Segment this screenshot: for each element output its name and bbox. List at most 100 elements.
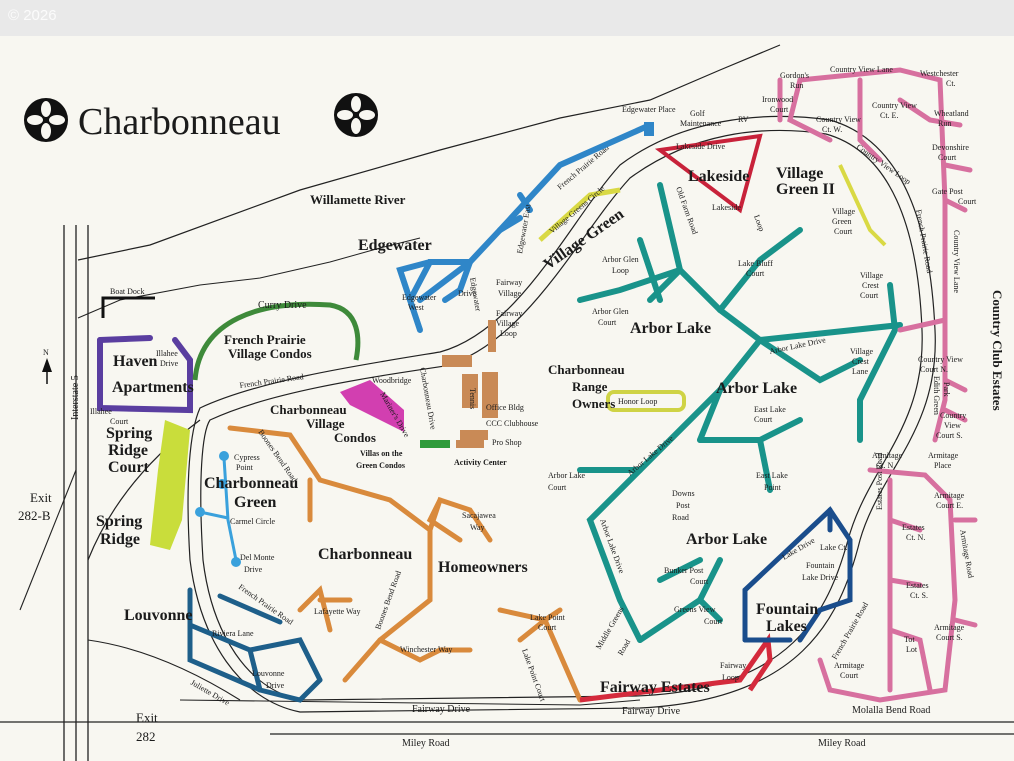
- apartments-label: Apartments: [112, 379, 194, 396]
- armitage-court-label-2: Court: [840, 671, 859, 680]
- estates-cts-label: Estates: [906, 581, 929, 590]
- exit-b-label: Exit: [30, 490, 52, 505]
- lakeside-drive-label: Lakeside Drive: [676, 142, 726, 151]
- downs-post-label-2: Post: [676, 501, 691, 510]
- edith-green-label-2: Park: [942, 382, 951, 397]
- rv-marker: [644, 122, 654, 136]
- louvonne-drive-label: Louvonne: [252, 669, 285, 678]
- arbor-lake-court-label: Arbor Lake: [548, 471, 586, 480]
- arbor-lake-court-label-2: Court: [548, 483, 567, 492]
- activity-center-label: Activity Center: [454, 458, 507, 467]
- maintenance-label: Maintenance: [680, 119, 722, 128]
- villas-label-2: Green Condos: [356, 461, 405, 470]
- flower-emblem-icon: [334, 93, 378, 137]
- lake-bluff-label: Lake Bluff: [738, 259, 773, 268]
- exit-label: Exit: [136, 710, 158, 725]
- armitage-court-label: Armitage: [834, 661, 865, 670]
- armitage-cts-label-2: Court S.: [936, 633, 963, 642]
- village-green-court: [838, 164, 887, 247]
- fountain-lakes-streets: [742, 506, 853, 643]
- lakeside-label: Lakeside: [688, 168, 749, 185]
- lafayette-way-label: Lafayette Way: [314, 607, 361, 616]
- fountain-lakes-label: Fountain: [756, 601, 818, 618]
- spring-ridge-court-label-3: Court: [108, 459, 150, 476]
- curry-drive: [192, 301, 361, 381]
- arbor-glen-court-label-2: Court: [598, 318, 617, 327]
- office-bldg-label: Office Bldg: [486, 403, 524, 412]
- estates-post-road-label: Estates Post Road: [875, 453, 884, 510]
- top-strip: [0, 0, 1014, 36]
- country-view-lane-right-label: Country View Lane: [952, 230, 961, 293]
- fairway-drive-label-1: Fairway Drive: [412, 704, 471, 715]
- illahee-court-label-2: Court: [110, 417, 129, 426]
- downs-post-label: Downs: [672, 489, 695, 498]
- country-club-estates-label: Country Club Estates: [990, 290, 1005, 411]
- interstate-5: [19, 225, 241, 761]
- north-arrow-icon: [42, 358, 52, 384]
- fountain-lakes-label-2: Lakes: [766, 618, 807, 635]
- exit-b-number: 282-B: [18, 508, 51, 523]
- arbor-glen-court-label: Arbor Glen: [592, 307, 629, 316]
- copyright-text: © 2026: [8, 7, 57, 24]
- interstate-label: Interstate 5: [70, 375, 81, 420]
- lakeside-loop: [654, 133, 763, 214]
- tot-lot-label: Tot: [904, 635, 915, 644]
- fairway-village-loop-label: Fairway: [496, 309, 522, 318]
- village-crest-lane-label-3: Lane: [852, 367, 868, 376]
- village-green-court-label-3: Court: [834, 227, 853, 236]
- range-owners-label-3: Owners: [572, 396, 615, 411]
- country-view-cts-label: Country: [940, 411, 966, 420]
- bunker-post-label-2: Court: [690, 577, 709, 586]
- country-view-ctn-label-2: Court N.: [920, 365, 948, 374]
- village-crest-lane-label: Village: [850, 347, 874, 356]
- miley-road-label-right: Miley Road: [818, 738, 866, 749]
- charbonneau-village-label-3: Condos: [334, 430, 376, 445]
- golf-label: Golf: [690, 109, 705, 118]
- french-prairie-road: [187, 115, 936, 713]
- spring-ridge-court-label: Spring: [106, 425, 152, 442]
- exit-number: 282: [136, 729, 156, 744]
- villas-label: Villas on the: [360, 449, 403, 458]
- wheatland-label-2: Run: [938, 119, 951, 128]
- ironwood-label: Ironwood: [762, 95, 793, 104]
- greens-view-label-2: Court: [704, 617, 723, 626]
- arbor-lake-streets: [577, 182, 903, 643]
- tot-lot-label-2: Lot: [906, 645, 918, 654]
- charbonneau-green-label: Charbonneau: [204, 475, 298, 492]
- spring-ridge-label: Spring: [96, 513, 142, 530]
- westchester-label: Westchester: [920, 69, 959, 78]
- boat-dock: [101, 296, 155, 318]
- miley-road: [0, 721, 1014, 735]
- fairway-village-loop-label-2: Village: [496, 319, 520, 328]
- edgewater-place-label: Edgewater Place: [622, 105, 676, 114]
- arbor-lake-label-2: Arbor Lake: [716, 380, 797, 397]
- country-view-ctn-label: Country View: [918, 355, 963, 364]
- country-view-ctw-label-2: Ct. W.: [822, 125, 842, 134]
- armitage-ctn-label: Armitage: [872, 451, 903, 460]
- river-bank-lower: [77, 237, 421, 319]
- map-title: Charbonneau: [78, 101, 281, 143]
- lake-bluff-label-2: Court: [746, 269, 765, 278]
- homeowners-charbonneau-label: Charbonneau: [318, 546, 412, 563]
- sacajawea-label-2: Way: [470, 523, 484, 532]
- riviera-lane-label: Riviera Lane: [212, 629, 254, 638]
- east-lake-court-label-2: Court: [754, 415, 773, 424]
- fairway-village-label-2: Village: [498, 289, 522, 298]
- illahee-drive-label-2: Drive: [160, 359, 179, 368]
- facility-buildings: [420, 320, 498, 448]
- edgewater-west-label-2: West: [408, 303, 425, 312]
- fairway-loop-label: Fairway: [720, 661, 746, 670]
- boat-dock-label: Boat Dock: [110, 287, 144, 296]
- winchester-way-label: Winchester Way: [400, 645, 452, 654]
- fountain-lake-drive-label: Fountain: [806, 561, 834, 570]
- edgewater-drive-label-2: Drive: [458, 289, 477, 298]
- flower-emblem-icon: [24, 98, 68, 142]
- charbonneau-green-label-2: Green: [234, 494, 276, 511]
- village-greens-circle: [538, 187, 621, 242]
- wheatland-label: Wheatland: [934, 109, 969, 118]
- estates-cts-label-2: Ct. S.: [910, 591, 928, 600]
- louvonne-streets: [187, 587, 323, 703]
- french-prairie-village-label: French Prairie: [224, 332, 306, 347]
- village-crest-court-label-2: Crest: [862, 281, 880, 290]
